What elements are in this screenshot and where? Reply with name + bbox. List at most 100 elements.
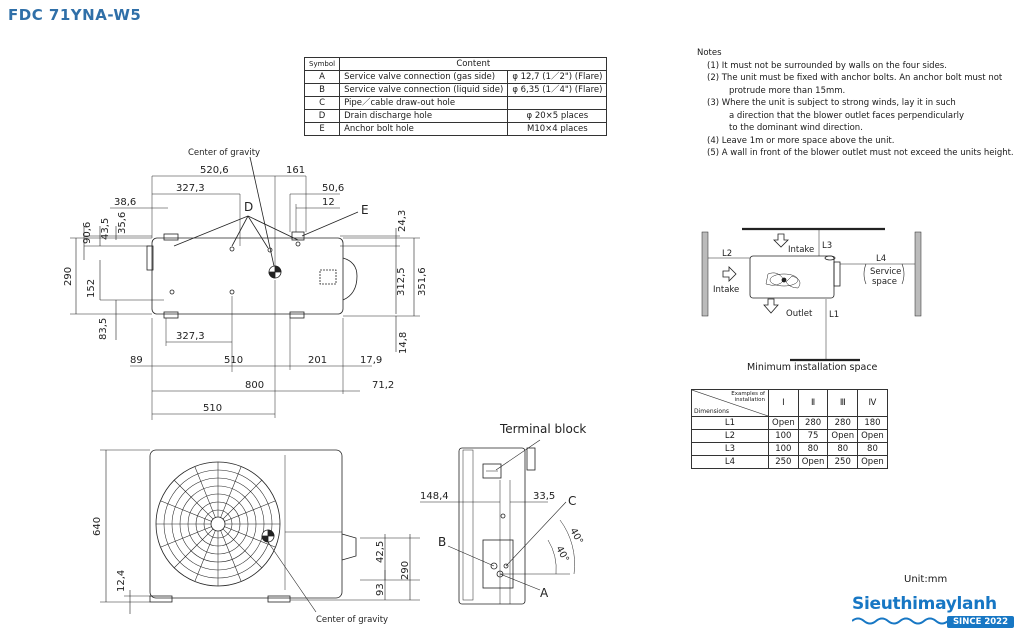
logo-name: Sieuthimaylanh <box>852 594 997 614</box>
table-row: L1 Open 280 280 180 <box>691 416 888 430</box>
front-view: 640 12,4 42,5 93 290 Center of gravity <box>92 449 420 625</box>
intake-arrow-top <box>773 233 789 248</box>
install-caption: Minimum installation space <box>747 362 878 373</box>
dim-43-5: 43,5 <box>100 218 111 240</box>
dim-520-6: 520,6 <box>200 165 229 176</box>
dim-71-2: 71,2 <box>372 380 394 391</box>
note-line: to the dominant wind direction. <box>729 123 863 133</box>
dim-38-6: 38,6 <box>114 197 136 208</box>
service-space-line2: space <box>872 277 897 287</box>
l3-label: L3 <box>822 241 832 251</box>
terminal-block-label: Terminal block <box>499 422 586 436</box>
dim-83-5: 83,5 <box>98 318 109 340</box>
intake-arrow-left <box>722 266 737 282</box>
dim-290-front: 290 <box>400 561 411 580</box>
dim-50-6: 50,6 <box>322 183 344 194</box>
top-view-right-guard <box>342 257 358 301</box>
col-header: Ⅱ <box>797 389 829 417</box>
dim-152: 152 <box>86 279 97 298</box>
table-row: E Anchor bolt hole M10×4 places <box>303 122 608 136</box>
drain-hole <box>229 246 235 252</box>
cell: 280 <box>797 416 829 430</box>
row-label: L2 <box>691 429 769 443</box>
cog-quadrant <box>268 271 276 279</box>
notes: Notes (1) It must not be surrounded by w… <box>697 47 1017 160</box>
cell: 75 <box>797 429 829 443</box>
dim-24-3: 24,3 <box>397 210 408 232</box>
front-view-body <box>149 449 343 599</box>
l1-label: L1 <box>829 310 839 320</box>
table-row: L3 100 80 80 80 <box>691 442 888 456</box>
note-line: (2) The unit must be fixed with anchor b… <box>707 73 1003 83</box>
cell: 100 <box>768 429 799 443</box>
dim-14-8: 14,8 <box>398 332 409 354</box>
mount-foot <box>163 311 179 319</box>
top-view: Center of gravity D E 520,6 161 327,3 50… <box>63 148 428 420</box>
cell: Open <box>797 455 829 469</box>
note-line: (3) Where the unit is subject to strong … <box>707 98 956 108</box>
drain-hole <box>295 241 301 247</box>
intake-left-label: Intake <box>713 285 739 295</box>
symbol-table: Symbol Content A Service valve connectio… <box>303 57 608 136</box>
model-title: FDC 71YNA-W5 <box>8 6 142 24</box>
install-diagram: Intake Intake Outlet Service space L2 L3… <box>701 227 922 362</box>
note-line: (4) Leave 1m or more space above the uni… <box>707 135 895 146</box>
service-space-line1: Service <box>870 267 901 277</box>
dim-201: 201 <box>308 355 327 366</box>
label-a: A <box>540 586 549 600</box>
cell: 280 <box>827 416 859 430</box>
dim-327-3: 327,3 <box>176 183 205 194</box>
row-label: L4 <box>691 455 769 469</box>
dim-510: 510 <box>224 355 243 366</box>
side-view-body <box>458 447 526 605</box>
cell: Open <box>857 429 888 443</box>
table-row: L2 100 75 Open Open <box>691 429 888 443</box>
col-header: Ⅲ <box>827 389 859 417</box>
cog-quadrant <box>274 265 282 273</box>
mount-foot <box>289 311 305 319</box>
symbol-cell: C <box>303 96 341 110</box>
unit-label: Unit:mm <box>904 574 948 585</box>
table-row: B Service valve connection (liquid side)… <box>303 83 608 97</box>
cell: 80 <box>797 442 829 456</box>
side-cover <box>341 533 357 561</box>
intake-top-label: Intake <box>788 245 814 255</box>
row-label: L3 <box>691 442 769 456</box>
slot <box>319 269 337 285</box>
cog-label-top: Center of gravity <box>188 148 260 158</box>
leader-line <box>173 215 249 247</box>
label-e: E <box>361 203 369 217</box>
angle-40-inner: 40° <box>553 544 571 564</box>
side-tab <box>526 447 536 471</box>
mount-foot <box>163 233 179 241</box>
l4-label: L4 <box>876 254 886 264</box>
drain-hole <box>229 289 235 295</box>
logo-since: SINCE 2022 <box>946 616 1014 628</box>
spec-cell: M10×4 places <box>507 122 608 136</box>
wall-right <box>914 231 922 317</box>
leader-line <box>247 215 299 241</box>
dim-17-9: 17,9 <box>360 355 382 366</box>
dim-42-5: 42,5 <box>375 541 386 563</box>
terminal-block <box>482 463 502 479</box>
dim-33-5: 33,5 <box>533 491 555 502</box>
dim-640: 640 <box>92 517 103 536</box>
leader-line <box>301 211 359 237</box>
dim-35-6: 35,6 <box>117 212 128 234</box>
cell: Open <box>768 416 799 430</box>
unit-outline <box>749 255 835 299</box>
label-d: D <box>244 200 253 214</box>
cell: 250 <box>827 455 859 469</box>
cell: 180 <box>857 416 888 430</box>
col-header: Ⅰ <box>768 389 799 417</box>
leader-line <box>247 215 269 249</box>
dim-89: 89 <box>130 355 143 366</box>
top-view-body <box>151 237 344 315</box>
table-row: L4 250 Open 250 Open <box>691 455 888 469</box>
dim-12: 12 <box>322 197 335 208</box>
dim-12-4: 12,4 <box>116 570 127 592</box>
outlet-label: Outlet <box>786 309 813 319</box>
dim-327-3-bottom: 327,3 <box>176 331 205 342</box>
